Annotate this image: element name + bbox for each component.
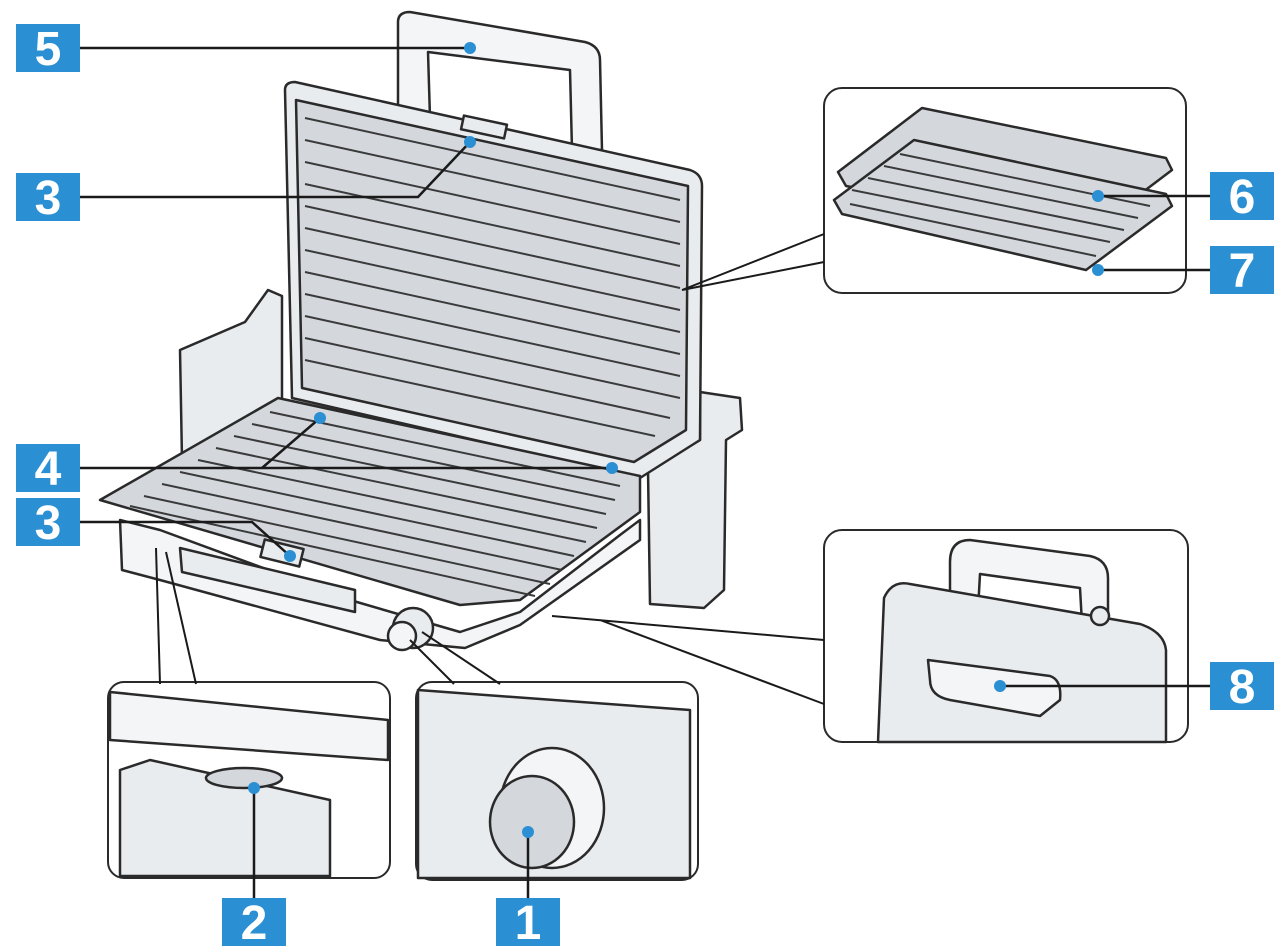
label-3-top: 3 [35, 172, 62, 225]
cord-wrap [926, 658, 1062, 718]
indicator-lamp [204, 766, 284, 790]
label-badge-6: 6 [1210, 171, 1274, 224]
temperature-knob-small [386, 606, 435, 652]
upper-latch [459, 114, 509, 140]
inset-indicator-light [107, 681, 391, 879]
inset-cord-storage [823, 529, 1189, 744]
leader-line-4 [80, 417, 612, 470]
grill-illustration [98, 10, 744, 652]
label-3-bottom: 3 [35, 497, 62, 550]
label-badge-2: 2 [222, 897, 286, 950]
label-7: 7 [1229, 245, 1256, 298]
inset-removable-plates [823, 87, 1187, 294]
indicator-housing [118, 758, 332, 878]
inset-temperature-knob [415, 681, 699, 881]
label-6: 6 [1229, 171, 1256, 224]
label-8: 8 [1229, 661, 1256, 714]
lower-grill-plate [98, 396, 642, 607]
leader-to-cord-inset [551, 615, 825, 705]
leader-to-plates-inset [681, 233, 825, 291]
label-badge-8: 8 [1210, 661, 1274, 714]
label-badge-3-top: 3 [16, 172, 80, 225]
lower-plate-ribs [129, 411, 621, 597]
label-badge-5: 5 [16, 23, 80, 76]
drip-tray [178, 546, 357, 614]
grill-base [118, 518, 642, 650]
leader-to-knob-inset [409, 631, 501, 685]
knob-face [488, 774, 576, 870]
label-badge-7: 7 [1210, 245, 1274, 298]
base-top-edge [108, 690, 390, 762]
label-badge-4: 4 [16, 443, 80, 496]
upper-grill-plate [294, 98, 690, 464]
label-5: 5 [35, 23, 62, 76]
back-knob [1089, 605, 1111, 627]
leader-line-3-top [80, 141, 471, 199]
label-2: 2 [241, 897, 268, 950]
label-1: 1 [515, 897, 542, 950]
leader-line-3-bottom [80, 520, 291, 557]
leader-dots [248, 42, 1104, 838]
leader-lines [80, 46, 1210, 898]
back-handle [948, 538, 1110, 626]
label-badge-3-bottom: 3 [16, 497, 80, 550]
label-4: 4 [35, 443, 62, 496]
removable-plate-ribs [849, 153, 1151, 257]
label-badge-1: 1 [496, 897, 560, 950]
leader-to-indicator-inset [155, 547, 197, 685]
upper-plate-ribs [304, 117, 681, 437]
grill-handle [396, 10, 604, 152]
